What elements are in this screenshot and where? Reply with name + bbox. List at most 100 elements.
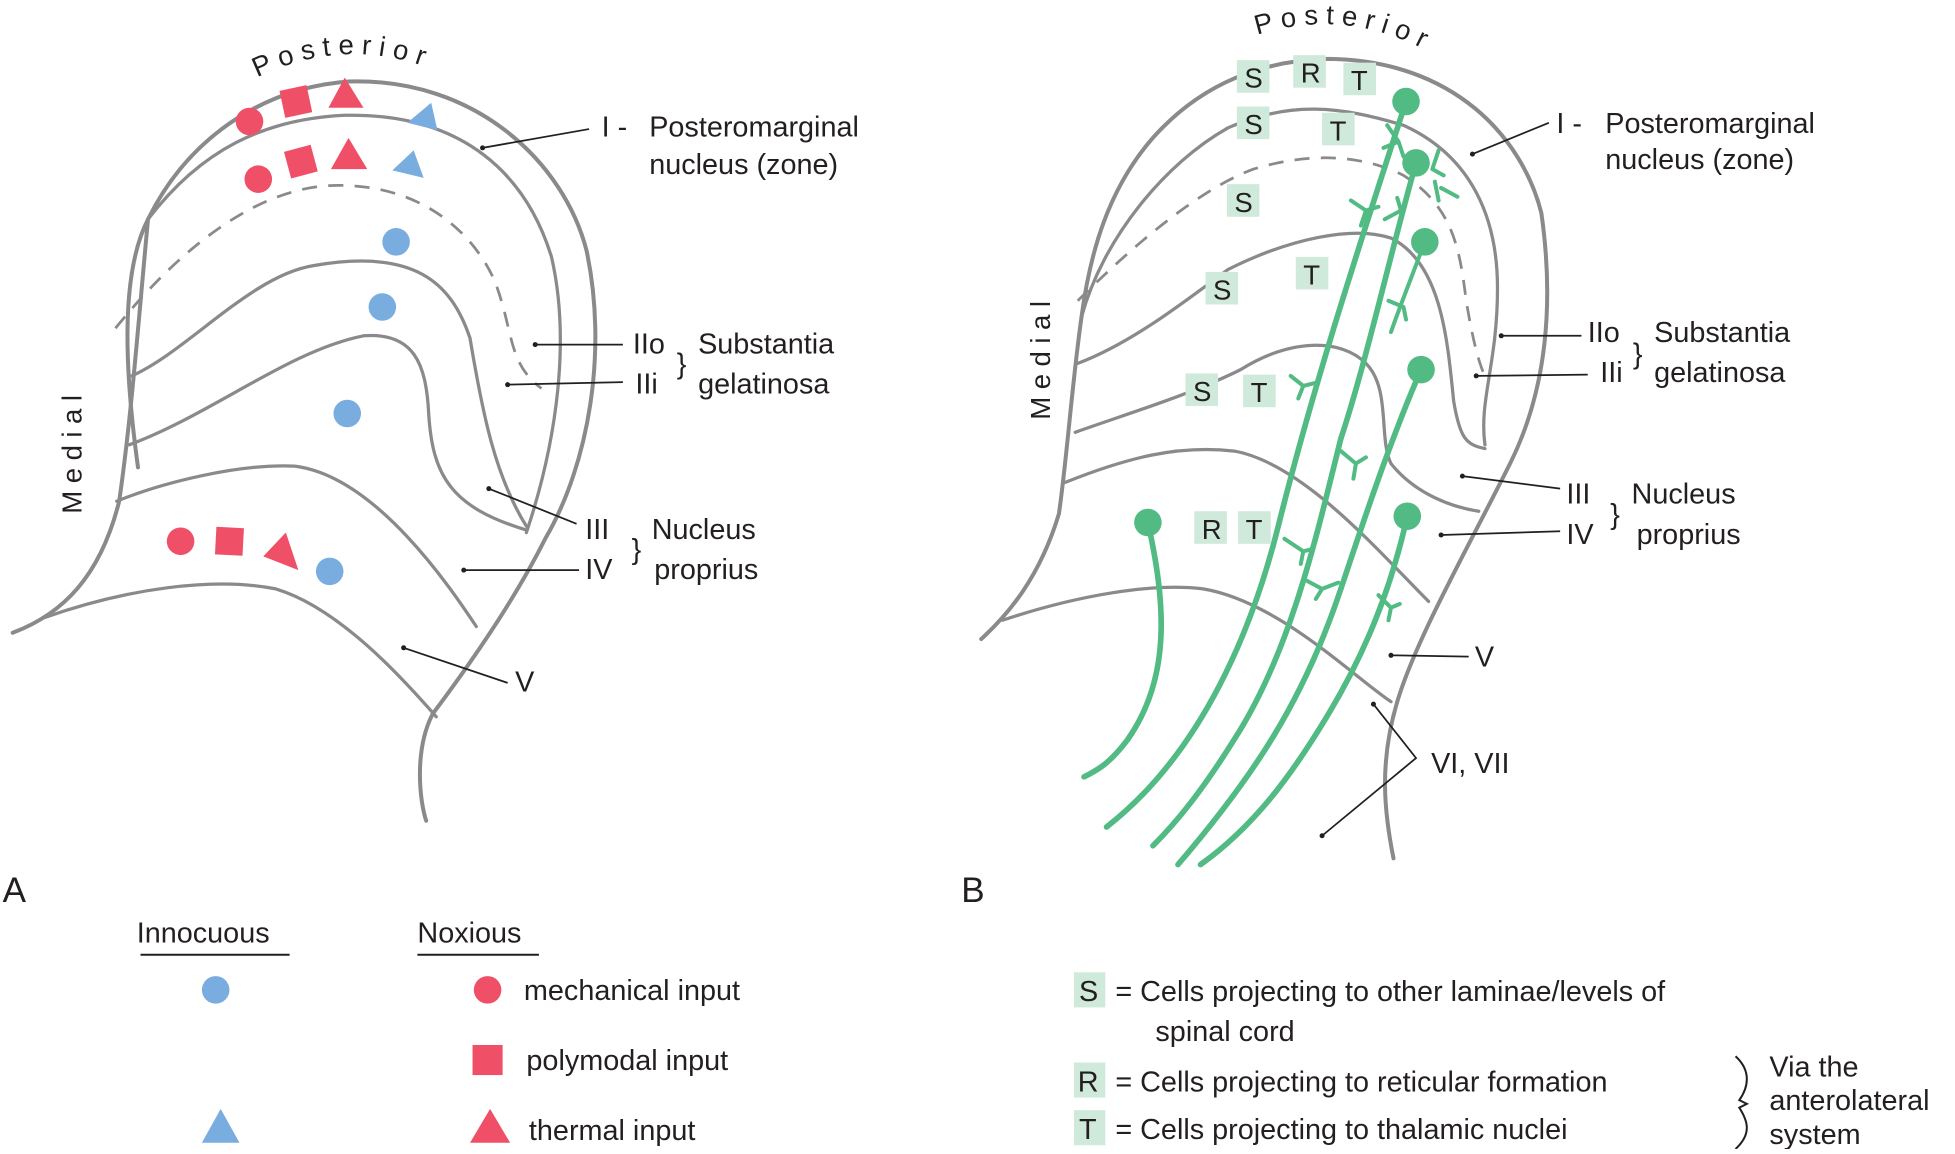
noxious-mechanical-marker xyxy=(235,107,264,136)
markers-a xyxy=(166,77,438,586)
brace-b1: } xyxy=(1633,338,1643,370)
panel-a: Posterior Medial xyxy=(3,29,859,910)
noxious-header: Noxious xyxy=(417,917,521,949)
noxious-polymodal-marker xyxy=(279,85,313,118)
lamina-v-a: V xyxy=(515,667,535,699)
badge-t: T xyxy=(1295,256,1329,290)
legend-key-s: S xyxy=(1079,976,1098,1008)
svg-text:R: R xyxy=(1301,58,1321,89)
innocuous-mechanical-marker xyxy=(368,293,397,321)
svg-text:T: T xyxy=(1330,115,1347,146)
axon xyxy=(1103,98,1409,830)
innocuous-mechanical-marker xyxy=(333,399,362,428)
posterior-label-a: Posterior xyxy=(247,29,437,83)
projection-neurons xyxy=(1081,87,1460,868)
badge-r: R xyxy=(1293,55,1326,89)
proprius-label-a: proprius xyxy=(654,554,758,586)
noxious-thermal-marker xyxy=(328,77,364,108)
lamina-iii-sub-a: IIi xyxy=(635,368,657,400)
posterior-label-b: Posterior xyxy=(1251,0,1441,57)
legend-key-r: R xyxy=(1078,1066,1099,1098)
dorsal-horn-outline-b xyxy=(1079,56,1550,861)
lamina-v-boundary-b xyxy=(1000,585,1393,704)
lamina-iii-sub-b: IIi xyxy=(1600,357,1622,389)
legend-mechanical-label: mechanical input xyxy=(524,975,740,1007)
innocuous-header: Innocuous xyxy=(137,917,270,949)
noxious-polymodal-icon xyxy=(472,1045,503,1076)
panel-letter-a: A xyxy=(3,871,27,910)
noxious-mechanical-marker xyxy=(244,165,273,193)
lamina-i-roman-b: I - xyxy=(1556,108,1582,140)
lamina-iio-b: IIo xyxy=(1588,317,1620,349)
lamina-i-roman-a: I - xyxy=(602,112,628,144)
innocuous-mechanical-marker xyxy=(382,228,410,256)
innocuous-thermal-marker xyxy=(392,150,424,178)
axon xyxy=(1175,366,1424,868)
svg-text:T: T xyxy=(1246,514,1263,545)
projection-badges: S R T S T S S T S T R T xyxy=(1185,55,1376,545)
noxious-mechanical-icon xyxy=(473,976,502,1004)
legend-a: Innocuous Noxious mechanical input polym… xyxy=(137,917,740,1147)
lamina-i-boundary-a xyxy=(146,113,562,535)
legend-thermal-label: thermal input xyxy=(529,1115,695,1147)
medial-edge-a xyxy=(10,217,151,635)
innocuous-mechanical-icon xyxy=(201,976,230,1004)
svg-text:R: R xyxy=(1202,514,1222,545)
noxious-thermal-icon xyxy=(470,1108,511,1143)
lamina-v-b: V xyxy=(1475,642,1495,674)
badge-s: S xyxy=(1236,60,1270,94)
svg-text:T: T xyxy=(1251,377,1268,408)
lamina-iv-boundary-a xyxy=(115,464,478,629)
lamina-iii-b: III xyxy=(1566,479,1590,511)
innocuous-mechanical-marker xyxy=(315,557,344,586)
noxious-mechanical-marker xyxy=(166,527,195,556)
axon xyxy=(1197,513,1411,868)
badge-s: S xyxy=(1226,184,1260,218)
svg-text:T: T xyxy=(1303,259,1320,290)
legend-b: S = Cells projecting to other laminae/le… xyxy=(1073,972,1929,1151)
lamina-i-name-a: Posteromarginal xyxy=(649,112,859,144)
nucleus-label-a: Nucleus xyxy=(652,514,756,546)
badge-t: T xyxy=(1343,62,1376,96)
gelatinosa-label-a: gelatinosa xyxy=(698,368,830,400)
badge-t: T xyxy=(1322,112,1355,146)
svg-text:S: S xyxy=(1193,376,1211,407)
via-label-3: system xyxy=(1769,1119,1860,1149)
legend-s-text: = Cells projecting to other laminae/leve… xyxy=(1115,976,1666,1008)
dendrite xyxy=(1388,239,1427,335)
svg-text:S: S xyxy=(1244,63,1262,94)
lamina-i-boundary-b xyxy=(1079,107,1500,447)
brace-b2: } xyxy=(1610,499,1620,531)
innocuous-thermal-marker xyxy=(407,102,438,131)
legend-key-t: T xyxy=(1079,1114,1097,1146)
badge-s: S xyxy=(1205,271,1239,305)
badge-t: T xyxy=(1243,374,1276,408)
lamina-labels-a: I - Posteromarginal nucleus (zone) IIo I… xyxy=(401,112,859,699)
lamina-ii-boundary-b xyxy=(1076,231,1487,451)
lamina-v-boundary-a xyxy=(42,582,438,719)
badge-s: S xyxy=(1236,106,1270,140)
dorsal-horn-outline-a xyxy=(125,79,598,823)
legend-r-text: = Cells projecting to reticular formatio… xyxy=(1115,1066,1607,1098)
dendrites xyxy=(1282,123,1460,623)
lamina-iv-boundary-b xyxy=(1063,447,1431,604)
badge-s: S xyxy=(1185,373,1219,407)
substantia-label-a: Substantia xyxy=(698,328,835,360)
lamina-ii-boundary-a xyxy=(130,259,529,528)
lamina-i-name2-b: nucleus (zone) xyxy=(1605,144,1794,176)
medial-label-b: Medial xyxy=(1025,293,1056,419)
badge-t: T xyxy=(1238,511,1271,545)
brace-a2: } xyxy=(632,534,642,566)
noxious-thermal-marker xyxy=(263,532,299,571)
panel-b: Posterior Medial S R T S T S S T S T R T xyxy=(961,0,1815,910)
lamina-i-name-b: Posteromarginal xyxy=(1605,108,1815,140)
noxious-polymodal-marker xyxy=(214,526,244,556)
svg-text:S: S xyxy=(1213,274,1231,305)
noxious-thermal-marker xyxy=(330,137,368,170)
via-label-1: Via the xyxy=(1769,1051,1858,1083)
lamina-iv-a: IV xyxy=(585,554,613,586)
lamina-iv-b: IV xyxy=(1566,519,1594,551)
medial-edge-b xyxy=(979,315,1084,642)
lamina-ii-divider-a xyxy=(114,184,543,390)
